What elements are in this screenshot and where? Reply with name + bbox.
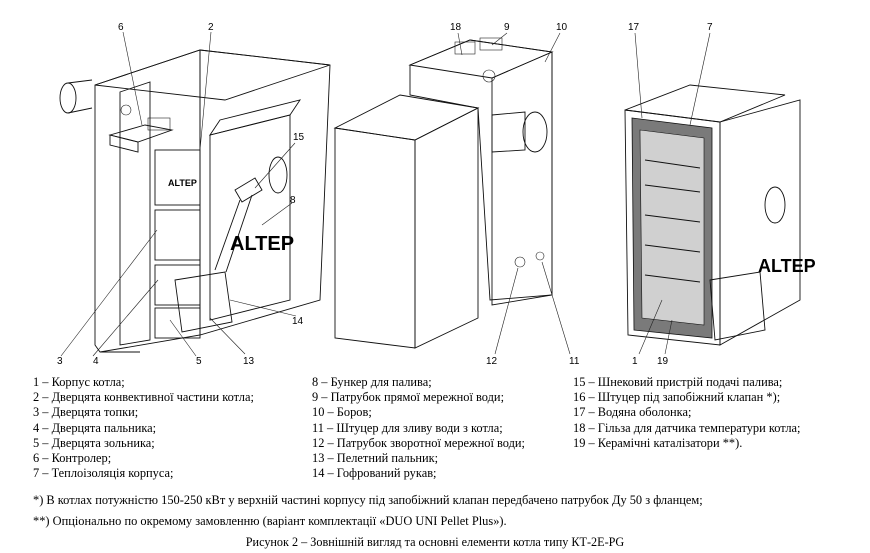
- callout-5: 5: [196, 356, 202, 367]
- brand-large-right: ALTEP: [758, 256, 816, 276]
- callout-8: 8: [290, 195, 296, 206]
- callout-13: 13: [243, 356, 255, 367]
- legend-item: 16 – Штуцер під запобіжний клапан *);: [573, 390, 781, 405]
- right-view-drawing: ALTEP: [624, 84, 816, 346]
- callout-3: 3: [57, 356, 63, 367]
- brand-large-left: ALTEP: [230, 233, 294, 255]
- legend-item: 9 – Патрубок прямої мережної води;: [312, 390, 505, 405]
- footnote-2: **) Опціонально по окремому замовленню (…: [33, 514, 507, 528]
- callout-19: 19: [657, 356, 669, 367]
- callout-18: 18: [450, 22, 462, 33]
- footnote-1: *) В котлах потужністю 150-250 кВт у вер…: [33, 493, 703, 507]
- legend-item: 6 – Контролер;: [33, 451, 112, 466]
- callout-15: 15: [293, 132, 305, 143]
- legend-item: 7 – Теплоізоляція корпуса;: [33, 466, 174, 481]
- callout-14: 14: [292, 316, 304, 327]
- legend-column-3: 15 – Шнековий пристрій подачі палива; 16…: [573, 375, 800, 451]
- callout-11: 11: [569, 356, 580, 367]
- callout-7: 7: [707, 22, 713, 33]
- legend-item: 8 – Бункер для палива;: [312, 375, 432, 389]
- left-view-drawing: ALTEP ALTEP: [59, 49, 331, 353]
- legend-item: 1 – Корпус котла;: [33, 375, 125, 389]
- callout-2: 2: [208, 22, 214, 33]
- figure-caption: Рисунок 2 – Зовнішній вигляд та основні …: [245, 535, 625, 549]
- legend-item: 15 – Шнековий пристрій подачі палива;: [573, 375, 783, 389]
- boiler-figure: ALTEP ALTEP 6 2 15 8 14 13 5 4 3: [57, 22, 816, 367]
- callout-6: 6: [118, 22, 124, 33]
- callout-4: 4: [93, 356, 99, 367]
- brand-small: ALTEP: [168, 178, 197, 188]
- legend-item: 2 – Дверцята конвективної частини котла;: [33, 390, 254, 405]
- callout-12: 12: [486, 356, 498, 367]
- legend-item: 13 – Пелетний пальник;: [312, 451, 439, 466]
- legend-item: 14 – Гофрований рукав;: [312, 466, 437, 481]
- legend-column-1: 1 – Корпус котла; 2 – Дверцята конвектив…: [33, 375, 254, 481]
- callout-9: 9: [504, 22, 510, 33]
- legend-item: 18 – Гільза для датчика температури котл…: [573, 420, 801, 435]
- legend-item: 10 – Боров;: [312, 405, 372, 420]
- legend-item: 12 – Патрубок зворотної мережної води;: [312, 435, 525, 450]
- middle-view-drawing: [333, 37, 554, 349]
- callout-1: 1: [632, 356, 638, 367]
- callout-17: 17: [628, 22, 640, 33]
- legend-item: 4 – Дверцята пальника;: [33, 420, 157, 435]
- legend-item: 19 – Керамічні каталізатори **).: [573, 435, 743, 450]
- callout-10: 10: [556, 22, 568, 33]
- legend-column-2: 8 – Бункер для палива; 9 – Патрубок прям…: [312, 375, 525, 481]
- legend-item: 11 – Штуцер для зливу води з котла;: [312, 420, 503, 435]
- legend-item: 5 – Дверцята зольника;: [33, 435, 155, 450]
- legend-item: 17 – Водяна оболонка;: [573, 405, 692, 420]
- legend-item: 3 – Дверцята топки;: [33, 405, 139, 420]
